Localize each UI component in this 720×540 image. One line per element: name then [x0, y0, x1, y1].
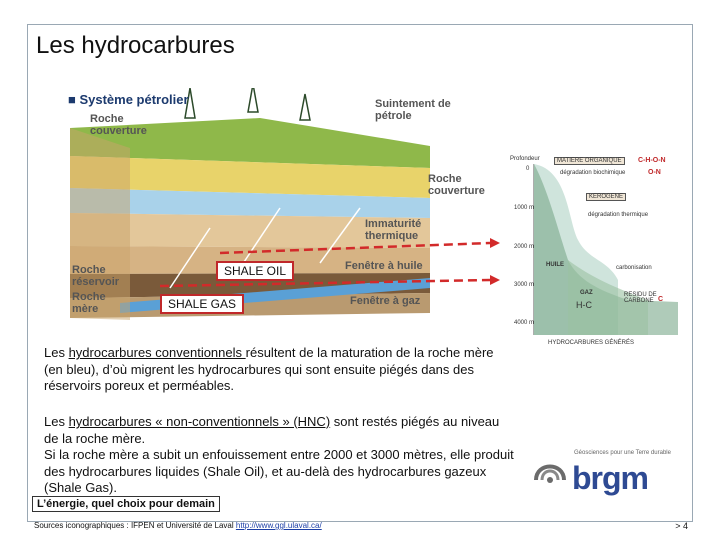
label-roche-couverture: Roche couverture: [90, 113, 147, 137]
p2-start: Les: [44, 414, 69, 429]
label-chon: C-H-O-N: [638, 157, 666, 164]
sources-line: Sources iconographiques : IFPEN et Unive…: [34, 521, 322, 530]
depth-1000: 1000 m: [514, 205, 535, 211]
slide-title: Les hydrocarbures: [36, 32, 235, 59]
chart-x-axis: HYDROCARBURES GÉNÉRÉS: [548, 340, 635, 346]
depth-2000: 2000 m: [514, 244, 535, 250]
box-matiere-organique: MATIERE ORGANIQUE: [554, 157, 625, 165]
label-huile: HUILE: [546, 262, 564, 268]
label-roche-mere: Roche mère: [72, 291, 106, 315]
label-residu: RESIDU DE CARBONE: [624, 292, 657, 304]
label-fenetre-huile: Fenêtre à huile: [345, 260, 423, 272]
shale-oil-box: SHALE OIL: [216, 261, 295, 281]
depth-4000: 4000 m: [514, 320, 535, 326]
label-suintement: Suintement de pétrole: [375, 98, 451, 122]
brgm-swirl-icon: [534, 464, 566, 483]
callout-box: L’énergie, quel choix pour demain: [32, 496, 220, 512]
p2-rest: sont restés piégés au niveau de la roche…: [44, 414, 500, 446]
p2-second-sentence: Si la roche mère a subit un enfouissemen…: [44, 447, 514, 495]
label-on: O-N: [648, 169, 661, 176]
label-roche-reservoir: Roche réservoir: [72, 264, 120, 288]
depth-0: 0: [526, 166, 530, 172]
p1-rest: résultent de la maturation de la roche m…: [44, 345, 494, 393]
brgm-wordmark: brgm: [572, 460, 649, 496]
label-roche-couverture-2: Roche couverture: [428, 173, 485, 197]
sources-link[interactable]: http://www.ggl.ulaval.ca/: [235, 521, 322, 530]
label-degradation-thermique: dégradation thermique: [588, 212, 649, 218]
petroleum-system-diagram: ■ Système pétrolier Roche couverture Sui…: [60, 88, 500, 328]
label-fenetre-gaz: Fenêtre à gaz: [350, 295, 421, 307]
label-carbonisation: carbonisation: [616, 265, 652, 271]
paragraph-non-conventional: Les hydrocarbures « non-conventionnels »…: [44, 414, 514, 497]
p1-underlined: hydrocarbures conventionnels: [68, 345, 246, 360]
sources-text: Sources iconographiques : IFPEN et Unive…: [34, 521, 236, 530]
depth-3000: 3000 m: [514, 282, 535, 288]
maturation-curves: [533, 164, 678, 335]
page-number: > 4: [675, 521, 688, 531]
label-c: C: [658, 296, 664, 303]
maturation-chart: Profondeur 0 1000 m 2000 m 3000 m 4000 m…: [508, 150, 688, 350]
brgm-tagline: Géosciences pour une Terre durable: [574, 450, 671, 456]
label-hc: H-C: [576, 300, 592, 310]
label-degradation-bio: dégradation biochimique: [560, 170, 626, 176]
diagram-heading: ■ Système pétrolier: [68, 92, 189, 107]
label-immaturite: Immaturité thermique: [365, 218, 422, 242]
box-kerogene: KEROGENE: [586, 193, 627, 201]
p2-underlined: hydrocarbures « non-conventionnels » (HN…: [68, 414, 331, 429]
slide-frame: [27, 24, 693, 522]
p1-start: Les: [44, 345, 69, 360]
paragraph-conventional: Les hydrocarbures conventionnels résulte…: [44, 345, 514, 395]
brgm-logo: Géosciences pour une Terre durable brgm: [530, 440, 695, 500]
label-gaz: GAZ: [580, 290, 593, 296]
shale-gas-box: SHALE GAS: [160, 294, 245, 314]
chart-profondeur: Profondeur: [510, 156, 540, 162]
